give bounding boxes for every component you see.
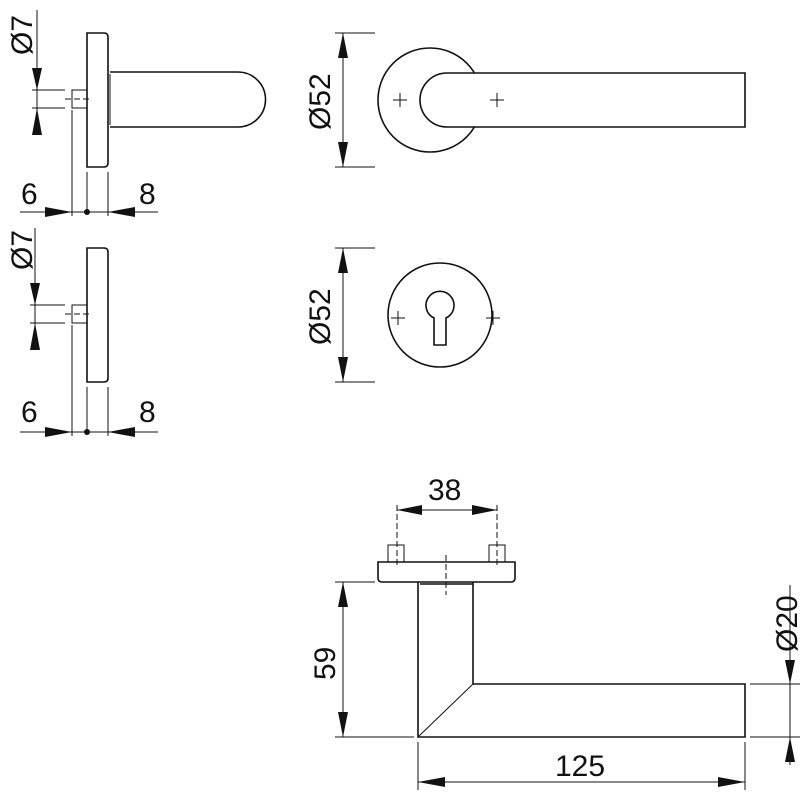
rose-diameter-label: Ø52 bbox=[304, 288, 337, 345]
side-view-bottom: Ø7 6 8 bbox=[6, 228, 158, 437]
front-view-handle: Ø52 bbox=[304, 32, 746, 168]
left-offset-label: 6 bbox=[21, 178, 38, 211]
screw-pin bbox=[387, 544, 405, 563]
rose-circle bbox=[387, 262, 493, 368]
screw-mark bbox=[490, 93, 504, 107]
right-offset-label: 8 bbox=[139, 178, 156, 211]
pin-diameter-label: Ø7 bbox=[6, 230, 39, 270]
screw-mark bbox=[393, 93, 407, 107]
top-view: 38 59 125 Ø20 bbox=[309, 474, 800, 790]
lever-diameter-label: Ø20 bbox=[771, 595, 800, 652]
lever-length-label: 125 bbox=[555, 750, 605, 783]
rose-profile bbox=[86, 247, 109, 383]
rose-diameter-label: Ø52 bbox=[304, 73, 337, 130]
side-view-top: Ø7 6 8 bbox=[6, 10, 267, 217]
lever-top bbox=[417, 582, 746, 738]
rose-profile bbox=[86, 32, 109, 168]
screw-spacing-label: 38 bbox=[428, 474, 461, 507]
left-offset-label: 6 bbox=[21, 396, 38, 429]
height-label: 59 bbox=[309, 647, 342, 680]
pin-diameter-label: Ø7 bbox=[6, 15, 39, 55]
right-offset-label: 8 bbox=[139, 396, 156, 429]
keyhole-profile bbox=[425, 290, 455, 346]
lever-front bbox=[419, 72, 746, 128]
lever-profile bbox=[110, 71, 267, 128]
screw-mark bbox=[391, 311, 405, 325]
screw-mark bbox=[486, 311, 500, 325]
rose-plate bbox=[377, 561, 516, 583]
front-view-escutcheon: Ø52 bbox=[304, 247, 500, 383]
